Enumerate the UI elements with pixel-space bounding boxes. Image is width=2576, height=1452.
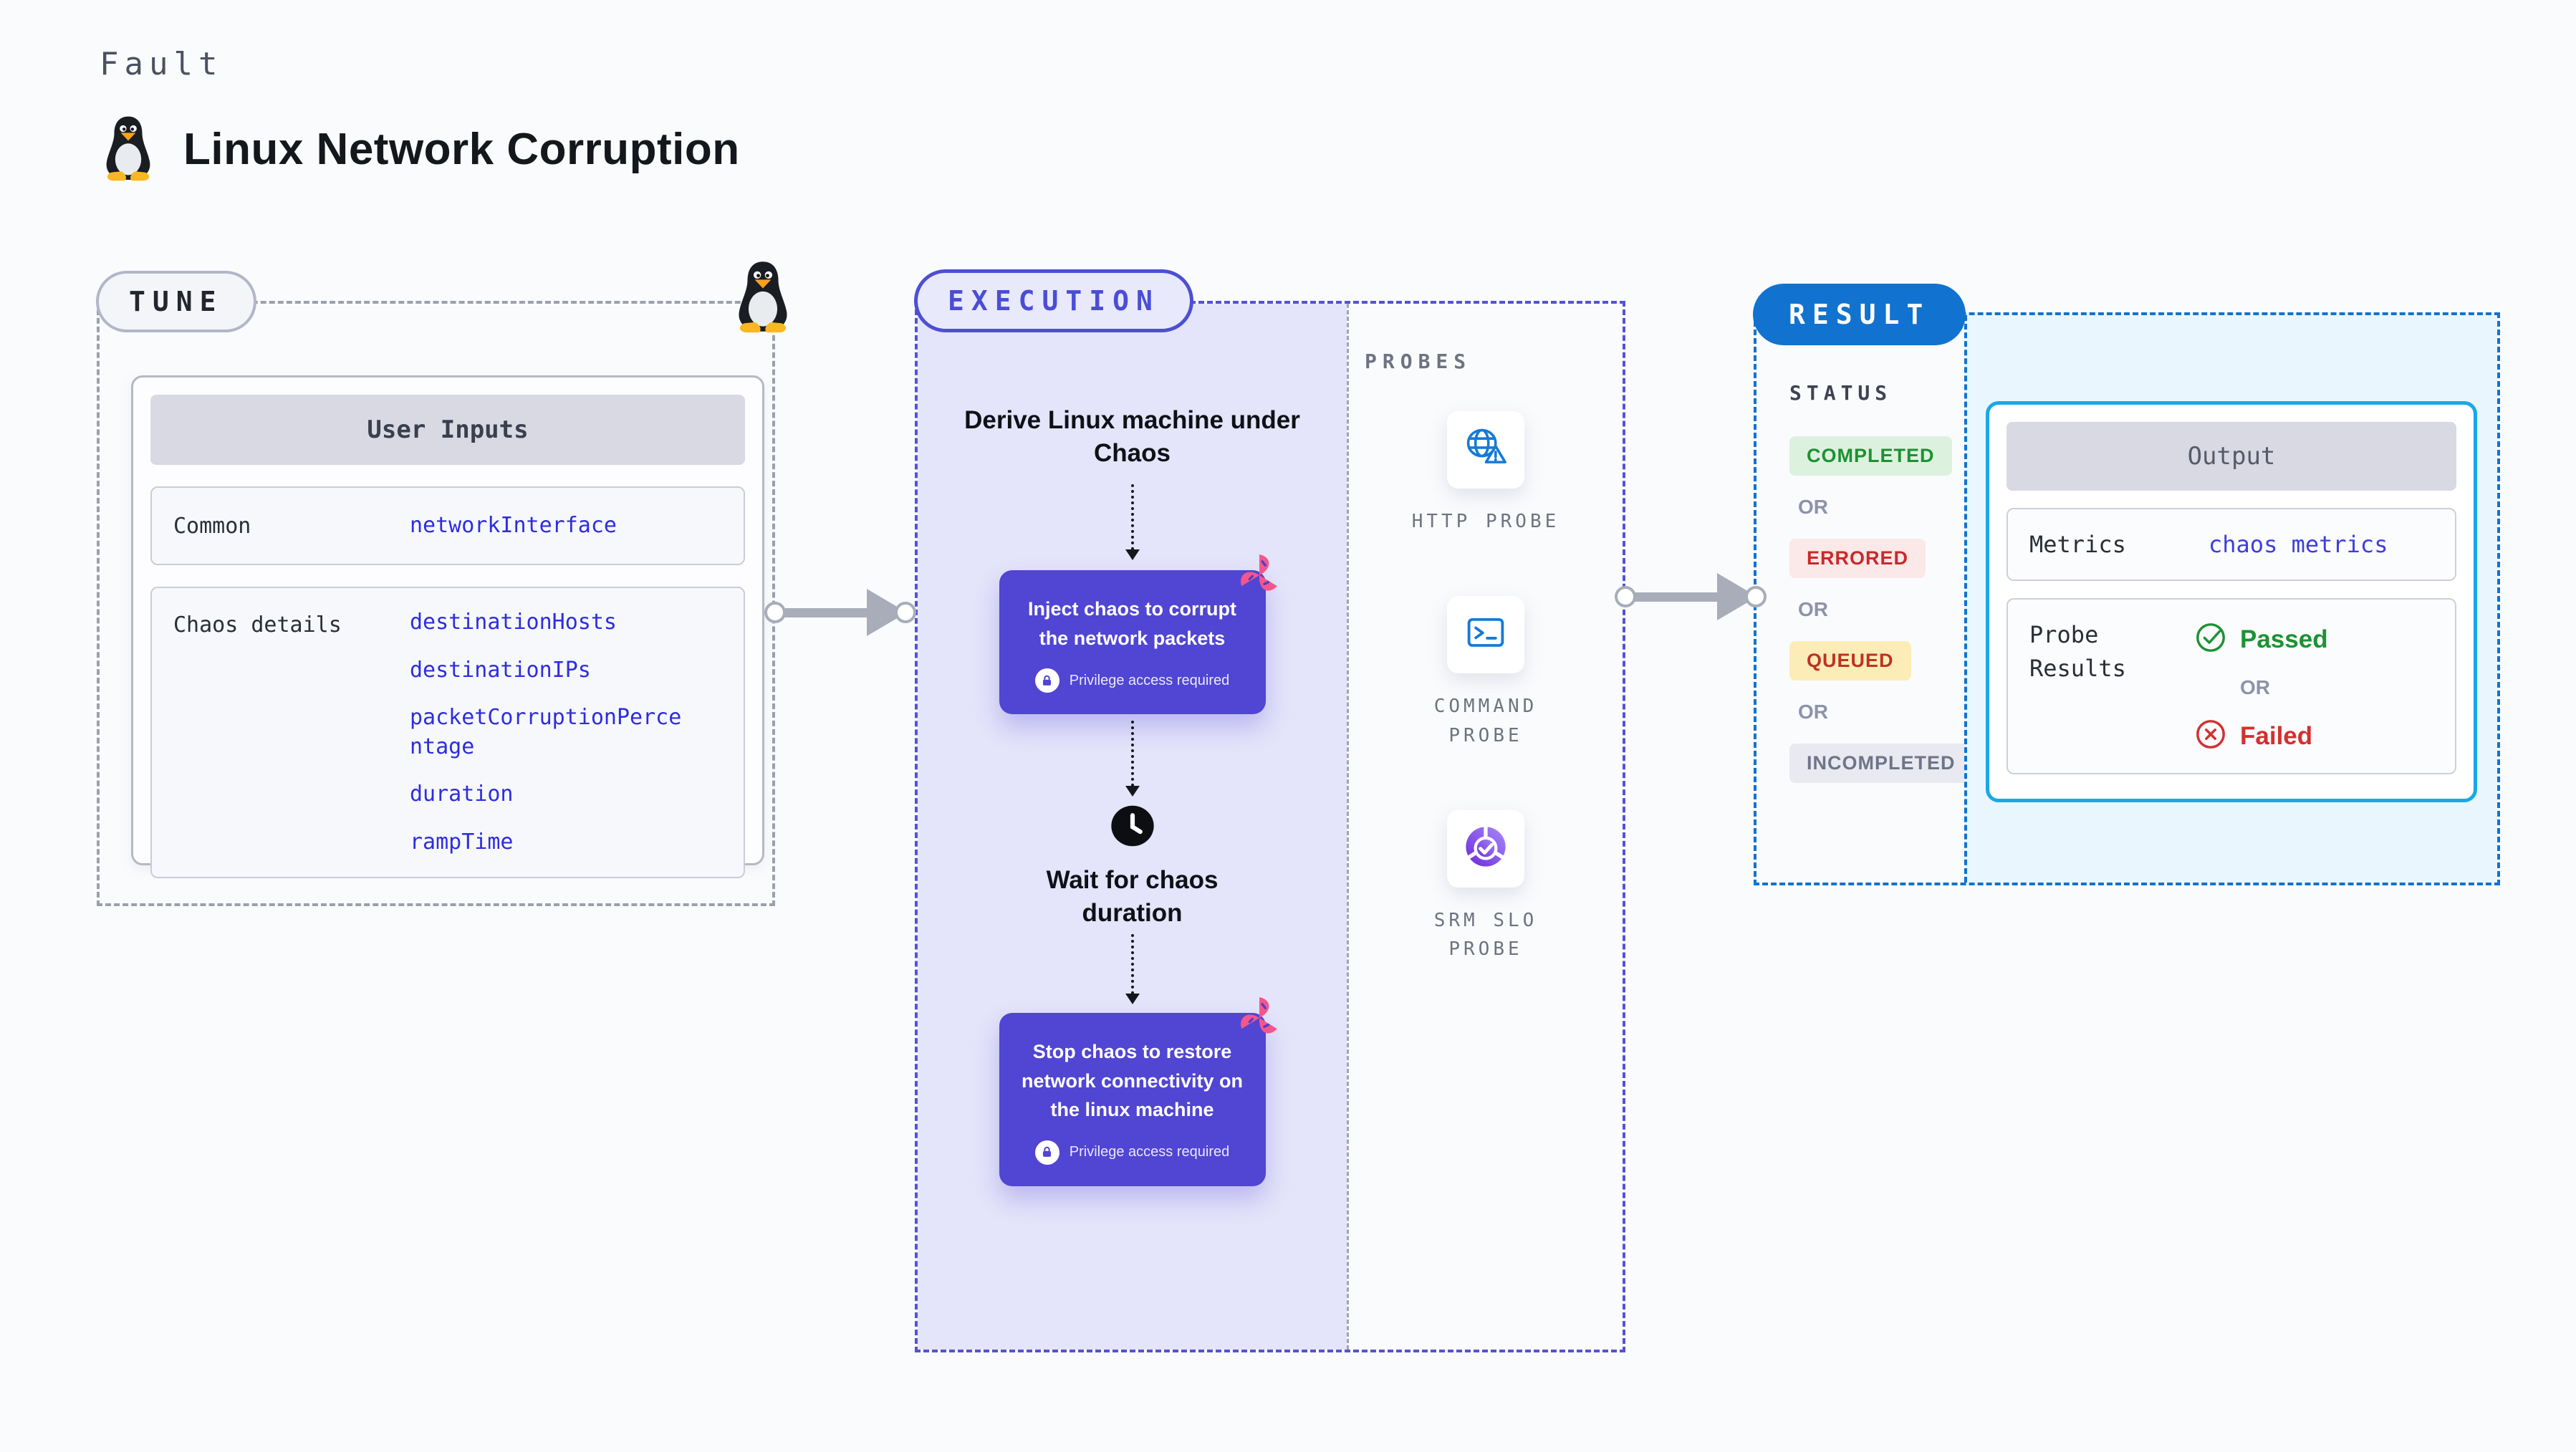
tune-section: TUNE User Inputs Common networkInterface… — [96, 261, 787, 906]
status-badge-errored: ERRORED — [1789, 539, 1926, 578]
probes-panel: PROBES HTTP PROBE — [1347, 304, 1623, 1350]
probes-label: PROBES — [1365, 350, 1472, 373]
connector-dot — [1615, 586, 1636, 607]
step-wait-text: Wait for chaos duration — [1046, 866, 1219, 927]
status-column: STATUS COMPLETED OR ERRORED OR QUEUED OR… — [1756, 315, 1973, 883]
output-card: Output Metrics chaos metrics Probe Resul… — [1986, 401, 2477, 802]
failed-text: Failed — [2240, 721, 2313, 750]
metrics-label: Metrics — [2029, 531, 2126, 558]
flow-arrow-execution-to-result — [1615, 573, 1779, 620]
page-header: Linux Network Corruption — [100, 115, 740, 183]
input-param: packetCorruptionPercentage — [410, 705, 682, 759]
probe-name: SRM SLO PROBE — [1433, 909, 1538, 961]
common-label: Common — [173, 513, 251, 539]
or-separator: OR — [2240, 676, 2270, 699]
stop-chaos-text: Stop chaos to restore network connectivi… — [1021, 1041, 1244, 1120]
probe-item-http: HTTP PROBE — [1400, 411, 1572, 536]
connector-dot — [1745, 586, 1767, 607]
input-param: rampTime — [410, 829, 514, 855]
metrics-value: chaos metrics — [2209, 531, 2388, 559]
status-badge-completed: COMPLETED — [1789, 436, 1952, 476]
user-inputs-card: User Inputs Common networkInterface Chao… — [131, 375, 764, 878]
x-circle-icon — [2194, 718, 2227, 754]
or-separator: OR — [1798, 496, 1828, 518]
input-param: destinationIPs — [410, 657, 591, 683]
connector-dot — [895, 602, 916, 623]
status-label: STATUS — [1789, 381, 1893, 405]
execution-flow: Derive Linux machine under Chaos Inject … — [918, 304, 1347, 1350]
inject-chaos-text: Inject chaos to corrupt the network pack… — [1027, 598, 1237, 649]
status-badge-incompleted: INCOMPLETED — [1789, 744, 1973, 783]
check-circle-icon — [2194, 621, 2227, 658]
probe-name: HTTP PROBE — [1411, 511, 1560, 532]
chaos-details-row: Chaos details destinationHosts destinati… — [150, 587, 745, 878]
probe-results-row: Probe Results Passed OR — [2007, 598, 2456, 775]
terminal-icon — [1461, 609, 1510, 661]
tux-penguin-icon — [100, 115, 156, 183]
input-param: networkInterface — [410, 512, 617, 538]
command-probe-card — [1447, 596, 1524, 674]
stop-chaos-card: Stop chaos to restore network connectivi… — [999, 997, 1277, 1186]
page-title: Linux Network Corruption — [183, 124, 740, 174]
clock-icon — [1109, 804, 1156, 848]
slo-donut-check-icon — [1461, 822, 1510, 875]
input-param: destinationHosts — [410, 610, 617, 635]
chaos-details-label: Chaos details — [173, 612, 342, 638]
tune-label: TUNE — [96, 271, 256, 332]
failed-result: Failed — [2194, 718, 2328, 754]
pinwheel-decoration-icon — [1236, 994, 1283, 1042]
passed-result: Passed — [2194, 621, 2328, 658]
down-arrow-icon — [1125, 721, 1140, 797]
privilege-note: Privilege access required — [1069, 672, 1230, 688]
pinwheel-decoration-icon — [1236, 552, 1283, 599]
globe-warning-icon — [1461, 424, 1510, 476]
input-param: duration — [410, 782, 514, 807]
passed-text: Passed — [2240, 625, 2328, 653]
slo-donut-check-icon — [1447, 809, 1524, 888]
common-inputs-row: Common networkInterface — [150, 486, 745, 565]
step-derive-text: Derive Linux machine under Chaos — [964, 406, 1300, 467]
http-probe-card — [1447, 411, 1524, 489]
privilege-note: Privilege access required — [1069, 1144, 1230, 1160]
flow-arrow-tune-to-execution — [764, 589, 929, 636]
output-header: Output — [2007, 422, 2456, 491]
lock-icon — [1034, 1140, 1059, 1165]
result-section: RESULT STATUS COMPLETED OR ERRORED OR QU… — [1753, 284, 2500, 885]
output-panel: Output Metrics chaos metrics Probe Resul… — [1964, 315, 2497, 883]
probe-item-srm-slo: SRM SLO PROBE — [1400, 809, 1572, 964]
down-arrow-icon — [1125, 934, 1140, 1004]
inject-chaos-card: Inject chaos to corrupt the network pack… — [999, 554, 1277, 714]
probe-item-command: COMMAND PROBE — [1400, 596, 1572, 750]
result-label: RESULT — [1753, 284, 1966, 345]
execution-label: EXECUTION — [914, 269, 1193, 332]
tux-penguin-icon — [732, 259, 794, 334]
fault-eyebrow: Fault — [100, 46, 224, 82]
execution-section: EXECUTION Derive Linux machine under Cha… — [914, 269, 1625, 1352]
or-separator: OR — [1798, 701, 1828, 723]
down-arrow-icon — [1125, 484, 1140, 560]
metrics-row: Metrics chaos metrics — [2007, 508, 2456, 582]
connector-dot — [764, 602, 786, 623]
or-separator: OR — [1798, 598, 1828, 620]
user-inputs-header: User Inputs — [150, 395, 745, 465]
probe-name: COMMAND PROBE — [1433, 696, 1538, 746]
probe-results-label: Probe Results — [2029, 621, 2126, 682]
lock-icon — [1034, 668, 1059, 693]
status-badge-queued: QUEUED — [1789, 641, 1911, 681]
